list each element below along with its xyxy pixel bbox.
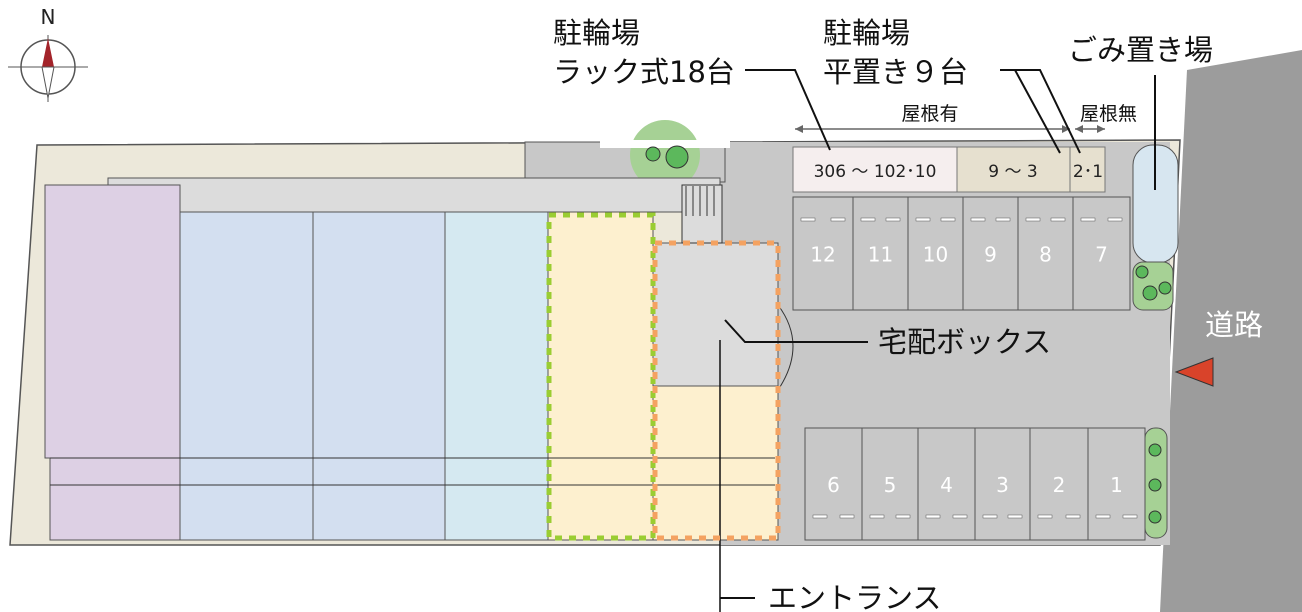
- bike-rack-sub: ラック式18台: [553, 55, 735, 89]
- entrance-outline: [652, 240, 781, 541]
- parking-slot-number: 8: [1039, 243, 1052, 267]
- rack-outline: [546, 212, 656, 541]
- bike-rack-title: 駐輪場: [553, 16, 640, 50]
- bike-cells: 306 〜 102･10 9 〜 3 2･1: [792, 146, 1106, 193]
- parking-slot: [974, 427, 1031, 541]
- bike-cell-unroofed: [1069, 146, 1106, 193]
- parking-slot: [861, 427, 919, 541]
- entrance-arrow-icon: [1174, 357, 1214, 387]
- parking-slot: [1017, 196, 1074, 311]
- parking-slot: [804, 427, 863, 541]
- parking-slot-number: 2: [1053, 473, 1066, 497]
- parking-slot-number: 6: [827, 473, 840, 497]
- slot-marking: [812, 514, 828, 519]
- entrance-label: エントランス: [768, 581, 941, 612]
- entrance-hall: [652, 242, 779, 387]
- parking-slot-number: 12: [810, 243, 835, 267]
- road-label: 道路: [1205, 308, 1263, 342]
- parking-slot-number: 7: [1095, 243, 1108, 267]
- bike-flat-title: 駐輪場: [823, 16, 910, 50]
- parking-slot-number: 10: [923, 243, 948, 267]
- slot-marking: [1095, 514, 1111, 519]
- slot-marking: [1037, 514, 1053, 519]
- parking-slot: [907, 196, 964, 311]
- bike-cell-flat: [956, 146, 1071, 193]
- north-label: N: [41, 5, 56, 29]
- slot-marking: [940, 217, 956, 222]
- slot-marking: [800, 217, 816, 222]
- slot-marking: [1007, 514, 1023, 519]
- parking-slot-number: 1: [1110, 473, 1123, 497]
- unit-blue-2: [312, 211, 446, 541]
- slot-marking: [885, 217, 901, 222]
- unit-cyan: [444, 211, 549, 541]
- unit-purple: [44, 184, 181, 459]
- bike-cell-flat-label: 9 〜 3: [988, 162, 1037, 182]
- parking-slot: [1072, 196, 1131, 311]
- parking-slot-number: 4: [940, 473, 953, 497]
- road: [1160, 50, 1302, 612]
- parking-slot-number: 11: [868, 243, 893, 267]
- parking-slot: [1087, 427, 1146, 541]
- parking-slot-number: 9: [984, 243, 997, 267]
- slot-marking: [895, 514, 911, 519]
- bike-cell-rack-label: 306 〜 102･10: [814, 162, 937, 182]
- slot-marking: [982, 514, 998, 519]
- leader-lines: [720, 69, 1156, 599]
- slot-marking: [915, 217, 931, 222]
- unit-yellow: [547, 211, 654, 541]
- tree: [630, 120, 700, 190]
- parking-slot: [962, 196, 1019, 311]
- slot-marking: [1050, 217, 1066, 222]
- slot-marking: [1065, 514, 1081, 519]
- slot-marking: [1107, 217, 1123, 222]
- parking-slot: [1029, 427, 1089, 541]
- slot-marking: [869, 514, 885, 519]
- slot-marking: [952, 514, 968, 519]
- slot-marking: [1080, 217, 1096, 222]
- slot-marking: [860, 217, 876, 222]
- slot-marking: [970, 217, 986, 222]
- slot-marking: [995, 217, 1011, 222]
- bike-flat-sub: 平置き９台: [823, 55, 968, 89]
- slot-marking: [839, 514, 855, 519]
- parking-slot-number: 3: [996, 473, 1009, 497]
- bike-cell-unroofed-label: 2･1: [1073, 162, 1103, 182]
- slot-marking: [830, 217, 846, 222]
- stairs: [681, 184, 723, 244]
- compass-icon: [8, 35, 88, 102]
- parking-slot: [792, 196, 854, 311]
- roofed-label: 屋根有: [901, 103, 958, 125]
- garbage-label: ごみ置き場: [1068, 33, 1213, 67]
- parking-slots: 12 11 10 9 8 7 6 5 4 3 2 1: [792, 196, 1146, 541]
- bike-cell-rack: [792, 146, 958, 193]
- parking-slot-number: 5: [884, 473, 897, 497]
- delivery-box-label: 宅配ボックス: [878, 325, 1051, 359]
- slot-marking: [925, 514, 941, 519]
- unroofed-label: 屋根無: [1080, 103, 1137, 125]
- slot-marking: [1025, 217, 1041, 222]
- parking-slot: [852, 196, 909, 311]
- slot-marking: [1122, 514, 1138, 519]
- building-corridor: [107, 177, 721, 213]
- unit-blue-1: [179, 211, 314, 541]
